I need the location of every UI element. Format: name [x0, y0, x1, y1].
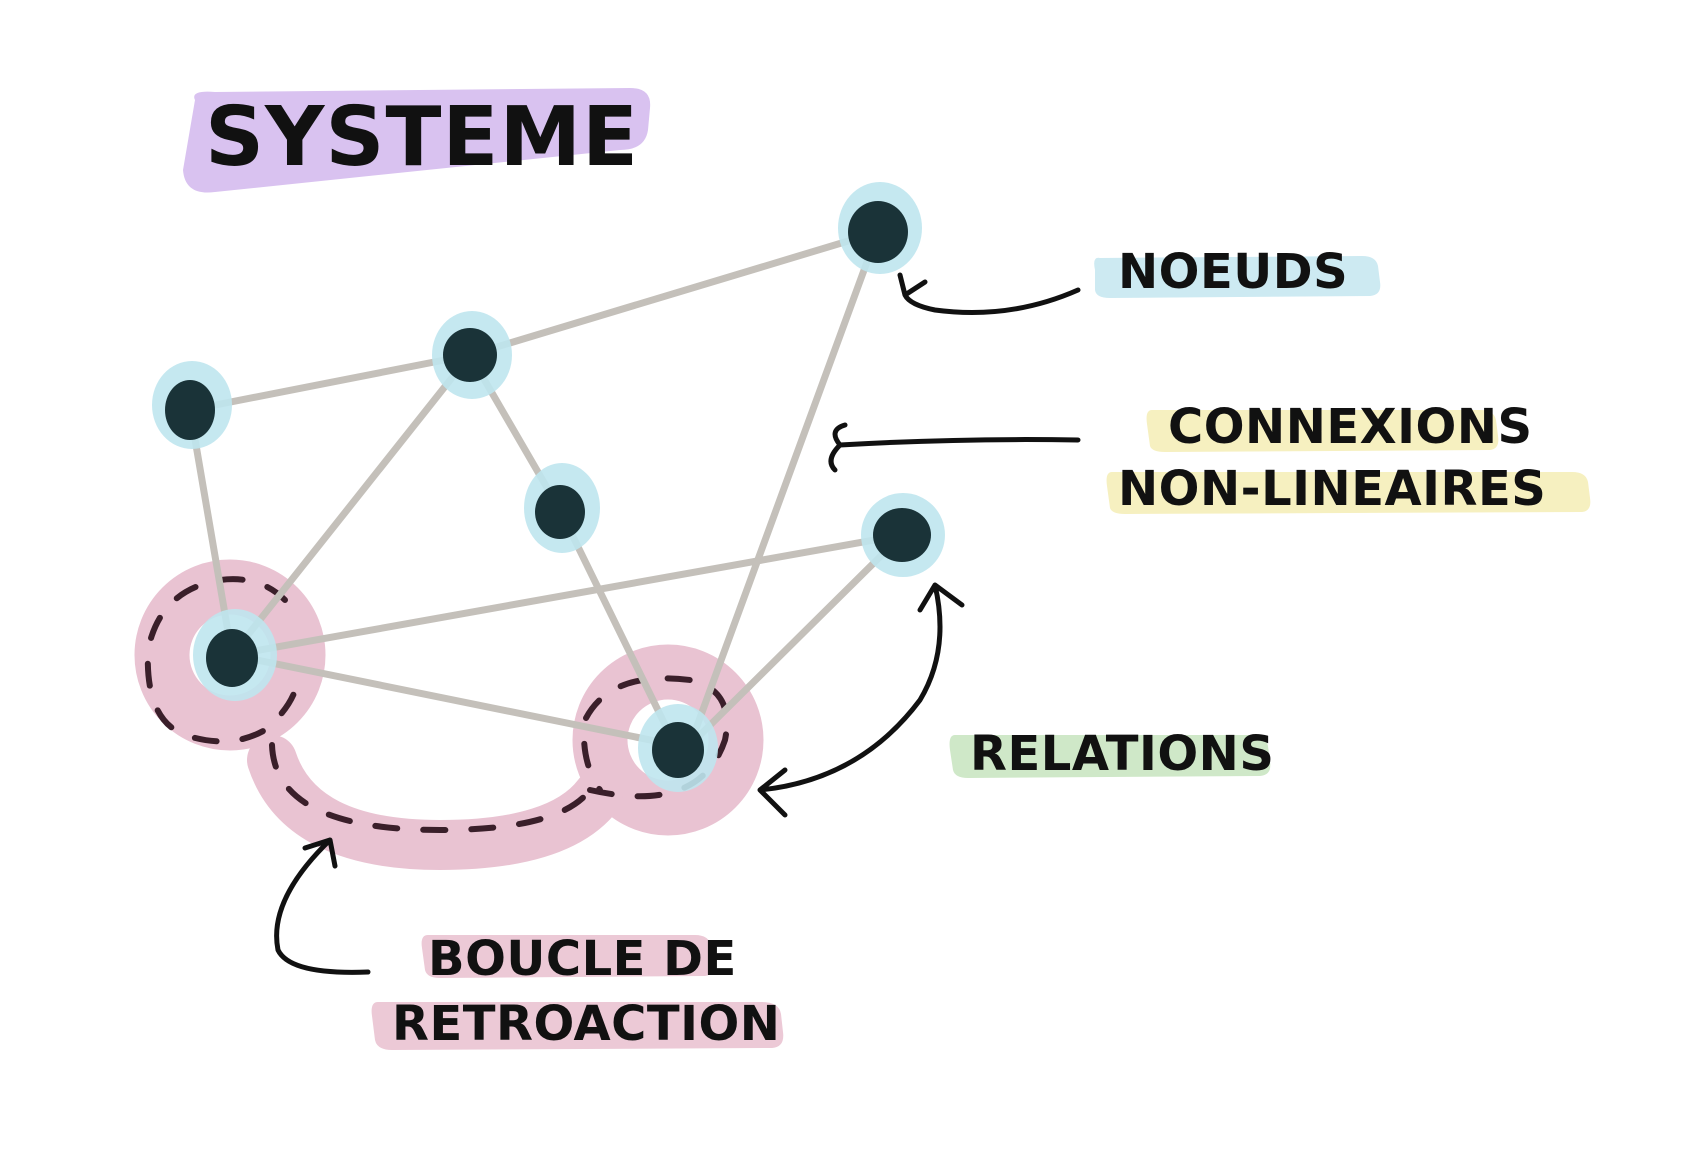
edge-n4-n7	[556, 506, 679, 749]
feedback-ring-left	[134, 559, 326, 751]
feedback-label-line1: BOUCLE DE	[428, 931, 737, 987]
node-5	[193, 609, 277, 701]
relations-label: RELATIONS	[970, 726, 1274, 782]
node-dot	[535, 485, 585, 539]
nodes	[152, 182, 945, 792]
nodes-arrow	[897, 272, 1081, 315]
title-highlight	[183, 88, 651, 193]
node-dot	[652, 722, 704, 778]
edge-n1-n2	[186, 351, 474, 414]
node-7	[638, 704, 718, 792]
node-2	[432, 311, 512, 399]
edge-n5-n7	[228, 651, 679, 749]
connections-highlight-1	[1146, 410, 1499, 452]
edge-n5-n6	[228, 531, 906, 659]
nodes-label: NOEUDS	[1118, 244, 1348, 300]
connections-label-line2: NON-LINEAIRES	[1118, 461, 1546, 517]
nodes-highlight	[1094, 256, 1381, 298]
callout-feedback: BOUCLE DE RETROACTION	[274, 837, 784, 1052]
edge-n2-n3	[466, 228, 882, 359]
callout-relations: RELATIONS	[757, 582, 1274, 818]
title-text: SYSTEME	[205, 90, 639, 185]
feedback-highlight-1	[421, 935, 714, 978]
node-3	[838, 182, 922, 274]
feedback-band	[247, 735, 623, 870]
node-dot	[873, 508, 931, 562]
node-6	[861, 493, 945, 577]
node-dot	[443, 328, 497, 382]
title-group: SYSTEME	[183, 88, 651, 193]
callout-connections: CONNEXIONS NON-LINEAIRES	[828, 399, 1591, 517]
feedback-ring-right	[572, 644, 764, 836]
node-dot	[848, 201, 908, 263]
relations-highlight	[949, 735, 1271, 778]
node-dot	[206, 629, 258, 687]
edge-n3-n7	[686, 228, 882, 749]
callout-nodes: NOEUDS	[897, 244, 1381, 315]
node-1	[152, 361, 232, 449]
feedback-highlight-2	[371, 1002, 784, 1050]
relations-arrow	[757, 582, 965, 818]
connections-label-line1: CONNEXIONS	[1168, 399, 1533, 455]
node-4	[524, 463, 600, 553]
feedback-label-line2: RETROACTION	[392, 996, 780, 1052]
connections-highlight-2	[1106, 472, 1591, 514]
edge-n6-n7	[686, 531, 906, 749]
connections-arrow	[828, 422, 1081, 473]
feedback-arrow	[274, 837, 371, 975]
node-dot	[165, 380, 215, 440]
edge-n2-n5	[228, 351, 474, 659]
